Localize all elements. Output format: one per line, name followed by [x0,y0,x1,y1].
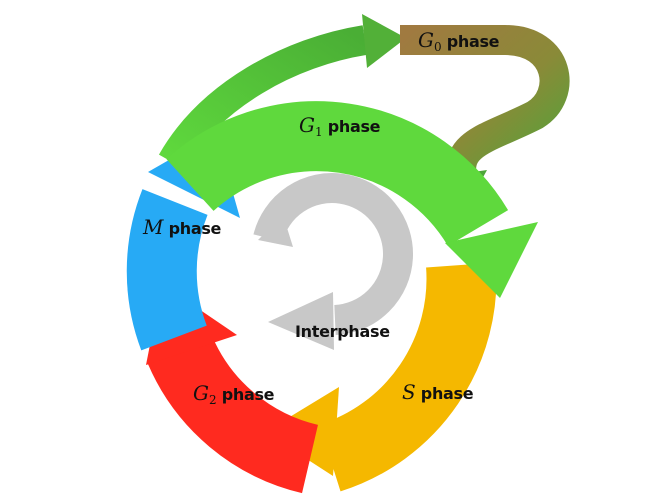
interphase-arrow-tip [258,215,293,247]
s-phase-arrow [318,262,497,492]
interphase-arrow [253,173,413,335]
g1-phase-arrow [166,101,509,247]
g0-entry-arrowhead [362,14,406,68]
g0-phase-band [400,25,570,181]
m-phase-arrow [126,189,208,351]
g1-phase-label: G1 phase [299,113,381,139]
g2-phase-arrow [147,335,319,494]
g2-phase-label: G2 phase [193,381,275,407]
g0-phase-label: G0 phase [418,28,500,54]
m-phase-label: M phase [143,215,222,239]
s-phase-label: S phase [402,380,474,404]
interphase-arrowhead [268,292,334,350]
interphase-label: Interphase [295,322,390,341]
g0-entry-arc [158,25,368,170]
g1-phase-arrowhead [445,222,538,298]
